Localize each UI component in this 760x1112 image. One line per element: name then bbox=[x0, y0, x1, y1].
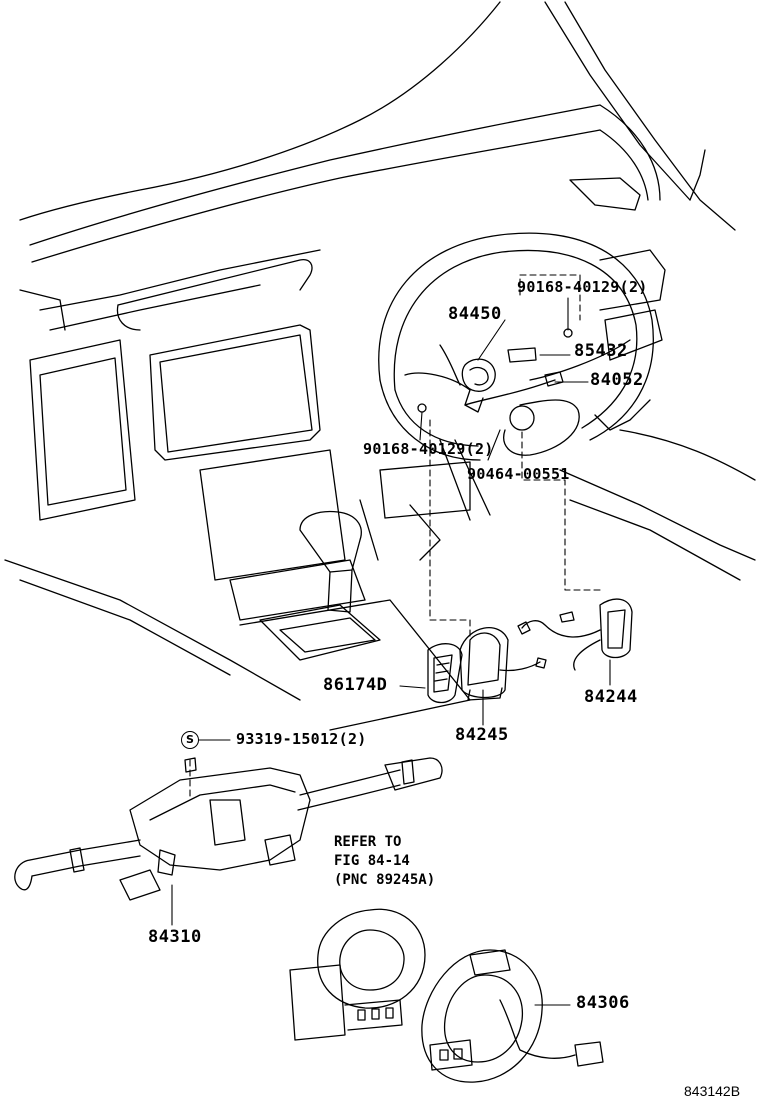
refer-note-line3: (PNC 89245A) bbox=[334, 872, 436, 888]
spiral-cable-84306 bbox=[421, 949, 604, 1083]
refer-note-line2: FIG 84-14 bbox=[334, 853, 410, 869]
gear-shifter bbox=[239, 510, 471, 731]
windshield-outline bbox=[19, 1, 736, 231]
label-90168-top: 90168-40129(2) bbox=[517, 278, 648, 296]
left-dash-panel bbox=[4, 289, 301, 701]
switch-86174d-shape bbox=[427, 643, 463, 704]
label-84052: 84052 bbox=[590, 370, 644, 390]
leader-dashed-lines bbox=[189, 274, 601, 801]
leader-lines bbox=[171, 297, 611, 1006]
right-dash bbox=[359, 249, 756, 581]
spiral-cable-ref bbox=[289, 908, 426, 1041]
refer-note-line1: REFER TO bbox=[334, 834, 402, 850]
label-93319: 93319-15012(2) bbox=[236, 730, 367, 748]
label-90168-mid: 90168-40129(2) bbox=[363, 440, 494, 458]
refer-note: REFER TO FIG 84-14 (PNC 89245A) bbox=[334, 833, 435, 890]
center-console-upper bbox=[116, 259, 366, 621]
label-84244: 84244 bbox=[584, 687, 638, 707]
switch-84245-shape bbox=[459, 627, 547, 701]
airbag-connector-parts bbox=[417, 328, 573, 431]
figure-code: 843142B bbox=[684, 1083, 741, 1099]
switch-84244-shape bbox=[517, 598, 633, 671]
label-85432: 85432 bbox=[574, 341, 628, 361]
combination-switch-84310 bbox=[14, 757, 443, 901]
label-86174d: 86174D bbox=[323, 675, 388, 695]
label-90464: 90464-00551 bbox=[467, 465, 570, 483]
steering-wheel bbox=[378, 232, 654, 521]
label-84310: 84310 bbox=[148, 927, 202, 947]
s-symbol-icon: S bbox=[181, 731, 199, 749]
label-84450: 84450 bbox=[448, 304, 502, 324]
screw-93319 bbox=[184, 757, 197, 773]
label-84306: 84306 bbox=[576, 993, 630, 1013]
dashboard-top bbox=[29, 104, 661, 331]
label-84245: 84245 bbox=[455, 725, 509, 745]
